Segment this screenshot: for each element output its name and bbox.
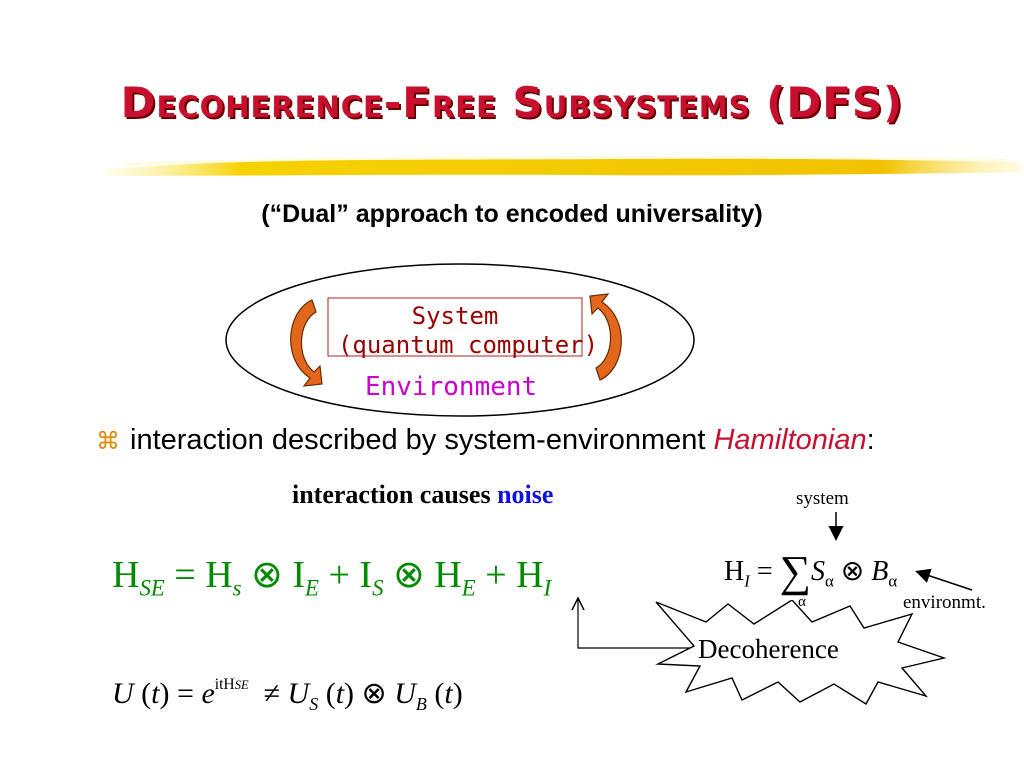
hamiltonian-word: Hamiltonian	[713, 424, 867, 456]
decoherence-starburst	[655, 600, 947, 705]
system-environment-diagram	[225, 263, 695, 417]
quantum-computer-label: (quantum computer)	[337, 331, 599, 359]
bullet-text: interaction described by system-environm…	[130, 424, 714, 456]
interaction-hamiltonian-equation: HI = ∑Sα ⊗ Bα	[724, 547, 898, 596]
left-curved-arrow	[290, 299, 323, 387]
environment-ellipse	[225, 263, 695, 417]
subtitle: (“Dual” approach to encoded universality…	[261, 200, 763, 228]
noise-word: noise	[497, 480, 554, 509]
slide-title: Decoherence-Free Subsystems (DFS)	[120, 78, 904, 127]
decoherence-label: Decoherence	[698, 634, 839, 664]
hamiltonian-equation: HSE = Hs ⊗ IE + IS ⊗ HE + HI	[112, 554, 552, 601]
command-bullet-icon: ⌘	[96, 428, 120, 455]
system-label: System	[411, 302, 499, 330]
environment-annotation: environmt.	[903, 592, 986, 613]
noise-statement: interaction causes noise	[292, 480, 553, 510]
environment-label: Environment	[365, 372, 538, 402]
time-evolution-equation: U (t) = eitHSE ≠ US (t) ⊗ UB (t)	[112, 676, 463, 714]
right-curved-arrow	[589, 293, 622, 381]
bullet-suffix: :	[866, 424, 875, 456]
bullet-item: ⌘ interaction described by system-environ…	[96, 424, 1016, 457]
sum-index: α	[798, 594, 806, 610]
system-box	[327, 297, 583, 357]
noise-statement-text: interaction causes	[292, 480, 498, 509]
title-highlight-stroke	[104, 156, 1021, 176]
system-annotation: system	[796, 488, 849, 509]
